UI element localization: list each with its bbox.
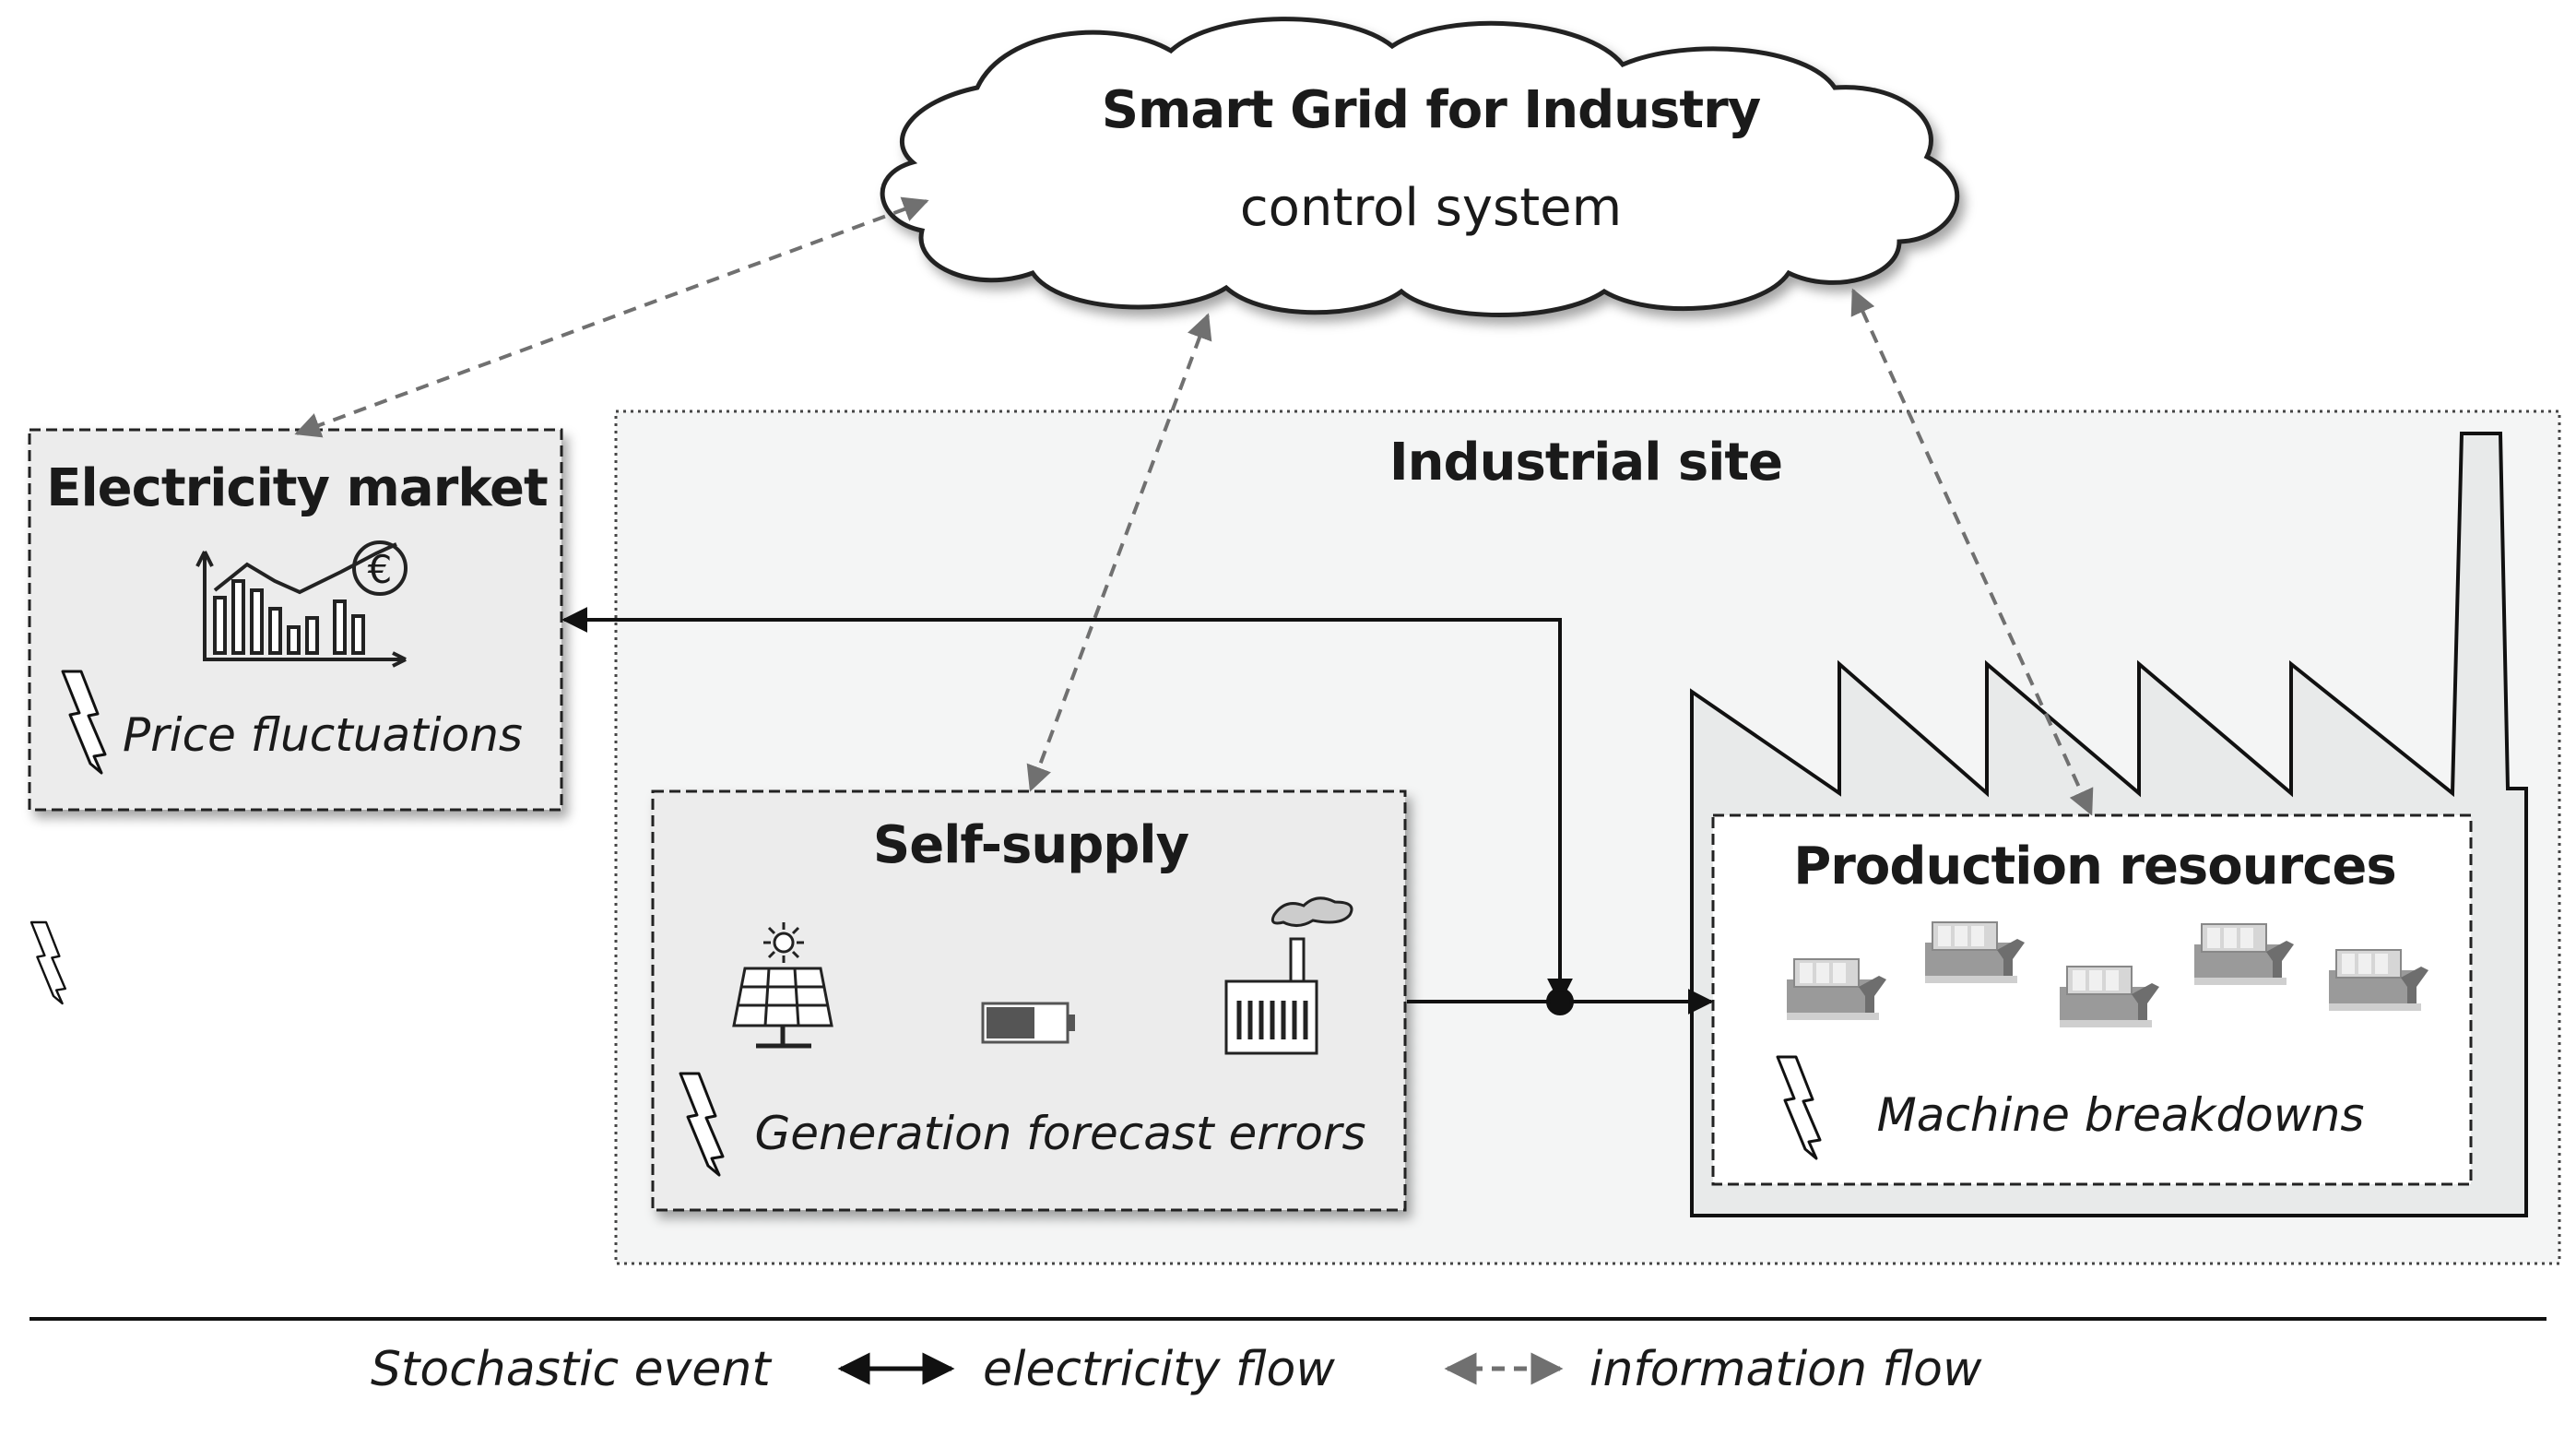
legend-stochastic-event: Stochastic event bbox=[371, 1342, 772, 1397]
cloud-title: Smart Grid for Industry bbox=[1102, 80, 1761, 140]
production-resources-box: Production resources Machine breakdowns bbox=[1711, 813, 2473, 1186]
self-supply-box: Self-supply Generation forecast errors bbox=[651, 789, 1407, 1212]
industrial-site-label: Industrial site bbox=[1389, 433, 1782, 493]
electricity-market-title: Electricity market bbox=[46, 458, 548, 518]
cloud-subtitle: control system bbox=[1240, 178, 1622, 238]
production-resources-title: Production resources bbox=[1793, 837, 2395, 896]
market-chart-icon bbox=[195, 540, 408, 668]
price-fluctuations-label: Price fluctuations bbox=[123, 708, 523, 762]
legend: Stochastic event electricity flow inform… bbox=[30, 920, 2546, 1397]
generation-forecast-errors-label: Generation forecast errors bbox=[754, 1107, 1365, 1160]
battery-icon bbox=[981, 1002, 1075, 1044]
self-supply-title: Self-supply bbox=[873, 815, 1189, 875]
electricity-flows bbox=[561, 607, 1714, 1015]
legend-electricity-flow: electricity flow bbox=[983, 1342, 1335, 1397]
info-flow-production bbox=[1850, 288, 2094, 816]
machine-breakdowns-label: Machine breakdowns bbox=[1877, 1088, 2365, 1142]
electricity-market-box: Electricity market € Price fluctuations bbox=[28, 428, 563, 812]
junction-node bbox=[1546, 988, 1574, 1015]
electricity-flow-to-market bbox=[561, 607, 1573, 1004]
legend-information-flow: information flow bbox=[1589, 1342, 1982, 1397]
smart-grid-cloud: Smart Grid for Industry control system bbox=[880, 17, 1960, 317]
info-flow-market bbox=[294, 196, 929, 438]
legend-bolt-icon bbox=[30, 920, 66, 1005]
euro-symbol: € bbox=[368, 547, 393, 592]
